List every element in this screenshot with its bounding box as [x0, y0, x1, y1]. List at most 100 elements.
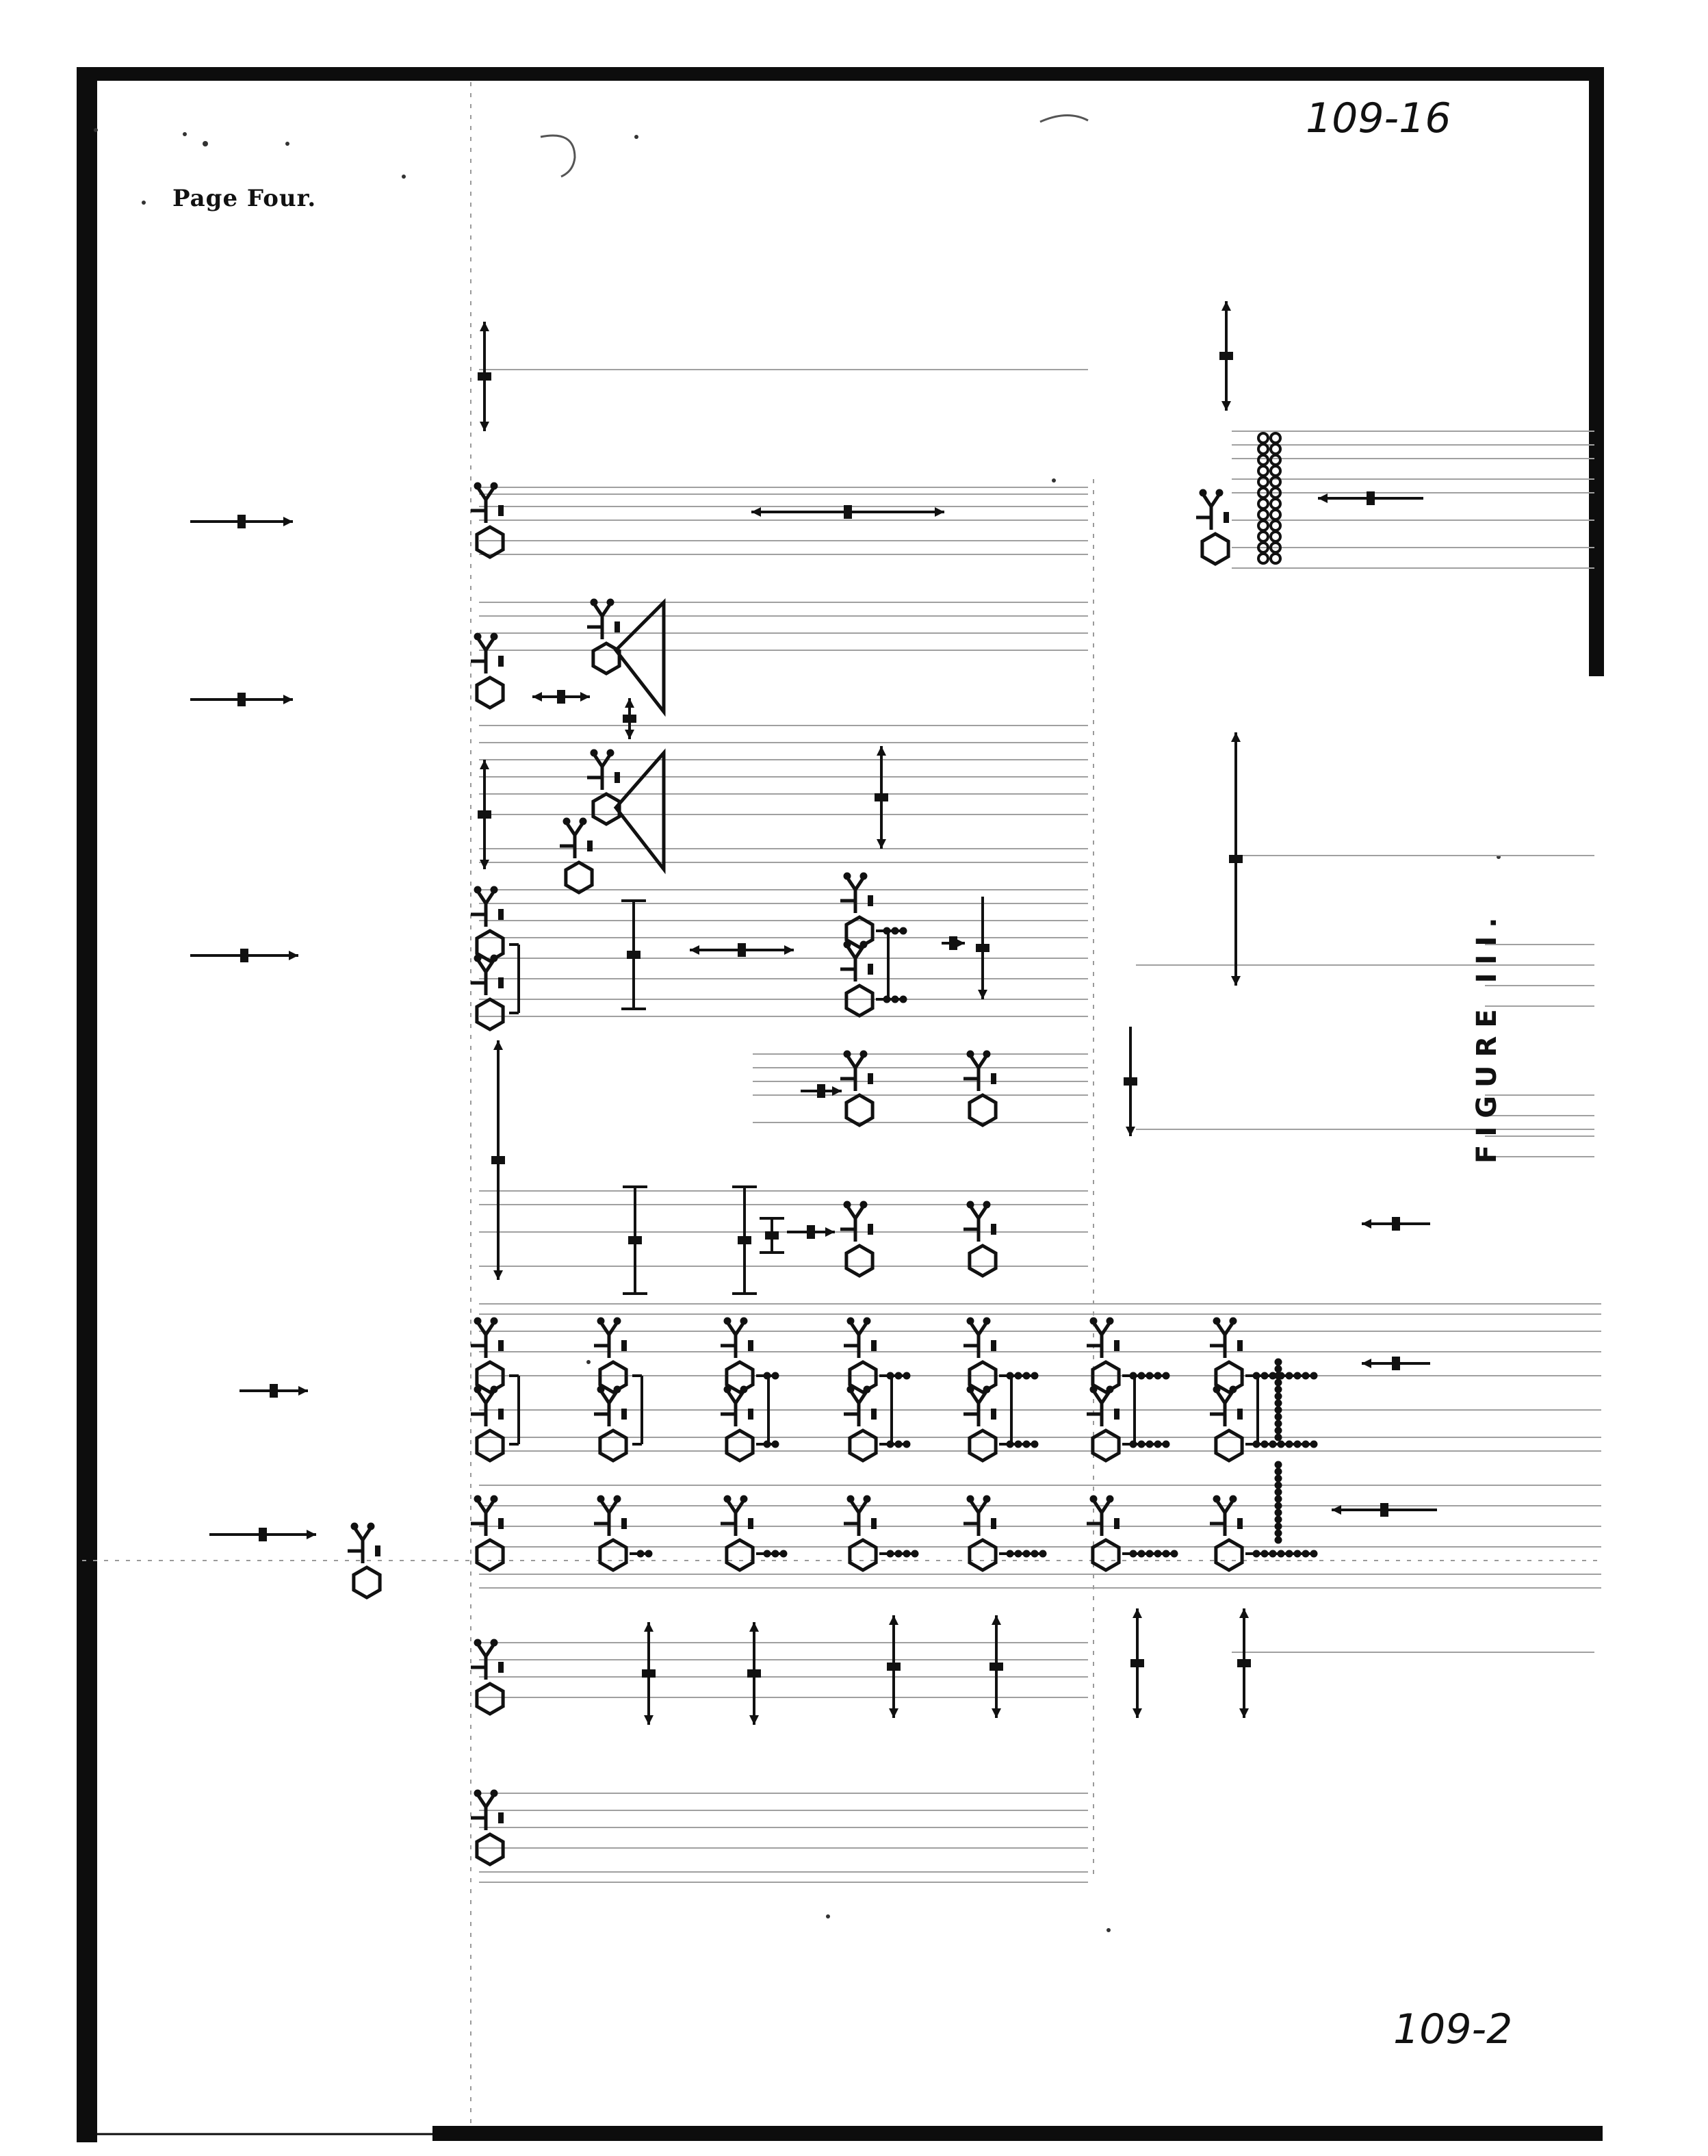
arrowhead: [480, 860, 489, 869]
atom-label: [991, 1518, 996, 1529]
arrowhead: [480, 422, 489, 431]
structure: [471, 632, 505, 710]
bar-label: [628, 1236, 642, 1244]
chain-atom: [1257, 509, 1269, 521]
arrow: [801, 1084, 842, 1098]
atom: [983, 1201, 991, 1209]
chain-atom: [1274, 1378, 1282, 1387]
atom: [966, 1495, 974, 1503]
arrowhead: [480, 322, 489, 331]
atom-label: [1114, 1340, 1120, 1351]
arrow: [209, 1528, 316, 1541]
arrowhead: [307, 1530, 316, 1539]
arrow: [942, 936, 965, 950]
benzene-ring: [844, 915, 875, 949]
chain-atom: [1274, 1495, 1282, 1503]
arrowhead: [955, 938, 965, 948]
chain-atom: [1274, 1358, 1282, 1366]
chain-atom: [1274, 1474, 1282, 1483]
benzene-ring: [1214, 1538, 1244, 1572]
arrow: [190, 949, 298, 962]
atom: [1229, 1317, 1237, 1325]
arrow: [190, 515, 293, 528]
arrow-label: [259, 1528, 267, 1541]
arrowhead: [1362, 1359, 1371, 1368]
benzene-ring: [475, 1538, 505, 1572]
arrow: [887, 1615, 901, 1718]
atom: [966, 1317, 974, 1325]
benzene-ring: [475, 997, 505, 1031]
atom: [859, 1201, 868, 1209]
arrowhead: [832, 1086, 842, 1096]
atom: [846, 1385, 855, 1394]
bar-label: [627, 951, 640, 959]
atom: [966, 1201, 974, 1209]
chain-atom: [1274, 1515, 1282, 1524]
atom: [474, 1495, 482, 1503]
benzene-ring: [475, 676, 505, 710]
structure: [471, 1789, 505, 1866]
arrowhead: [1126, 1127, 1135, 1136]
benzene-ring: [1200, 532, 1230, 566]
atom-label: [1114, 1518, 1120, 1529]
atom: [613, 1495, 621, 1503]
arrow: [1362, 1357, 1430, 1370]
arrowhead: [1318, 493, 1328, 503]
arrow-label: [844, 505, 852, 519]
atom: [1106, 1317, 1114, 1325]
atom-label: [498, 505, 504, 516]
arrowhead: [644, 1715, 654, 1725]
arrowhead: [992, 1615, 1001, 1625]
arrowhead: [298, 1386, 308, 1396]
atom-label: [614, 621, 620, 632]
atom-label: [871, 1518, 877, 1529]
atom-label: [1237, 1409, 1243, 1420]
punch-mark-2: [1039, 114, 1089, 123]
structure: [963, 1201, 998, 1278]
atom-label: [614, 772, 620, 783]
chain-atom: [1257, 443, 1269, 455]
arrow-label: [1130, 1659, 1144, 1667]
arrow: [751, 505, 944, 519]
arrow: [532, 690, 590, 704]
chain-atom: [1274, 1509, 1282, 1517]
atom: [723, 1317, 732, 1325]
atom-label: [748, 1340, 753, 1351]
atom: [863, 1317, 871, 1325]
arrow-label: [738, 943, 746, 957]
punch-mark: [540, 134, 576, 178]
atom: [1089, 1317, 1098, 1325]
arrow: [642, 1622, 656, 1725]
arrowhead: [1362, 1219, 1371, 1229]
bracket-connector: [613, 598, 666, 875]
arrowhead: [889, 1615, 898, 1625]
handwritten-page-number-top: 109-16: [1306, 94, 1451, 142]
chain-atom: [1274, 1392, 1282, 1400]
atom: [983, 1385, 991, 1394]
chain-atom: [1257, 465, 1269, 477]
benzene-ring: [725, 1538, 755, 1572]
atom-label: [375, 1545, 380, 1556]
page-label: Page Four.: [172, 185, 317, 212]
arrow-label: [1392, 1357, 1400, 1370]
reaction-arrows: [190, 301, 1437, 1725]
benzene-ring: [475, 1360, 505, 1394]
benzene-ring: [848, 1538, 878, 1572]
chain-atom: [1274, 1426, 1282, 1435]
structure: [1087, 1495, 1178, 1572]
benzene-ring: [1091, 1538, 1121, 1572]
atom: [983, 1317, 991, 1325]
arrowhead: [283, 695, 293, 704]
atom-label: [621, 1409, 627, 1420]
arrowhead: [1239, 1608, 1249, 1618]
arrow-label: [949, 936, 957, 950]
atom-label: [868, 1224, 873, 1235]
chain-atom: [1274, 1481, 1282, 1489]
atom: [983, 1050, 991, 1058]
atom: [966, 1050, 974, 1058]
benzene-ring: [848, 1428, 878, 1463]
arrowhead: [877, 839, 886, 849]
atom-label: [498, 977, 504, 988]
bracket-bar: [621, 899, 646, 1010]
arrow-label: [1237, 1659, 1251, 1667]
